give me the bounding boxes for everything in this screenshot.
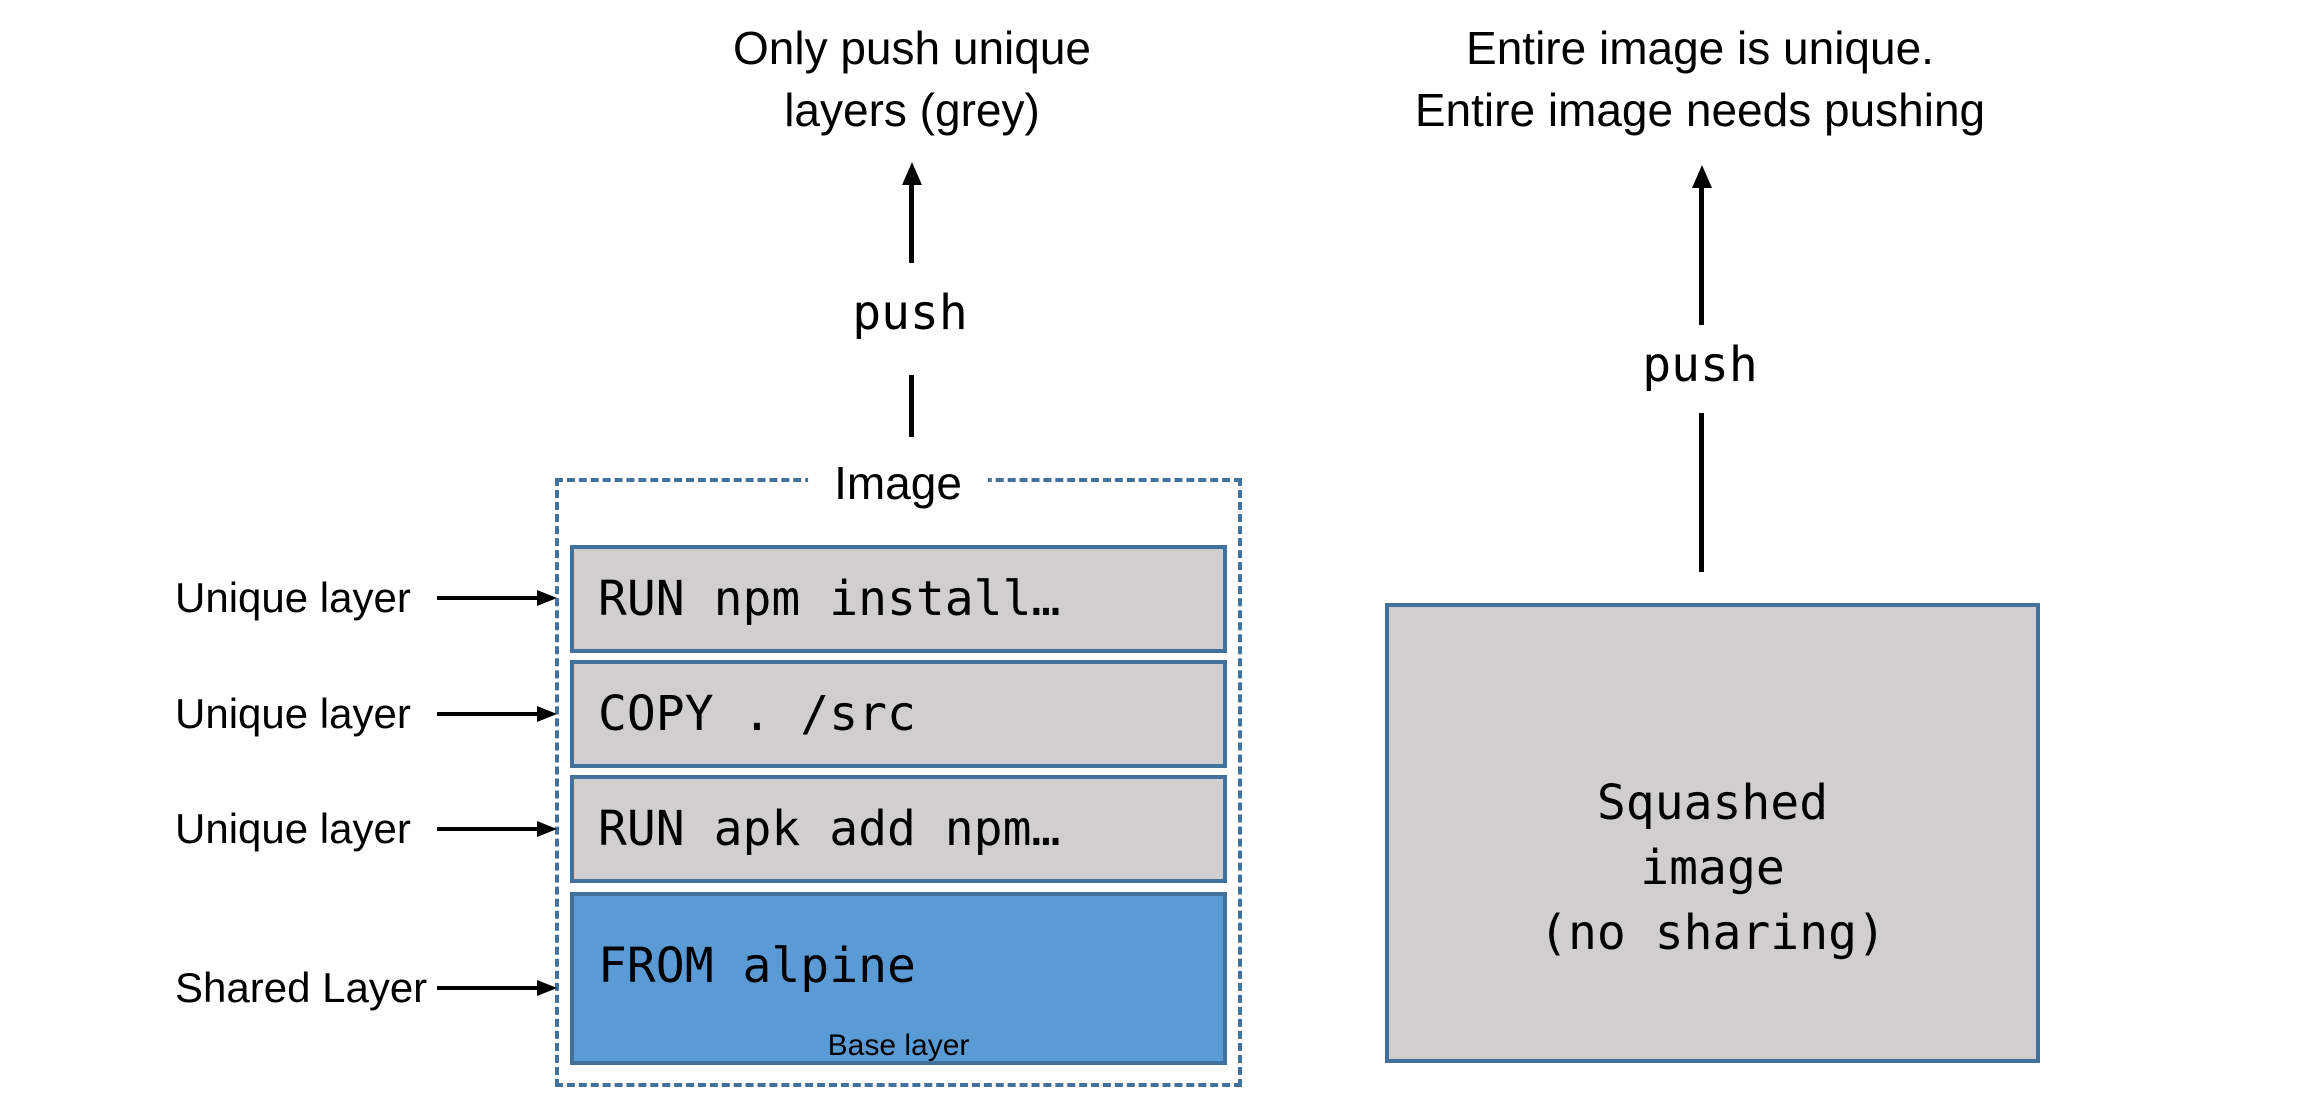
squashed-image-box: Squashed image (no sharing): [1385, 603, 2040, 1063]
annotation-unique-layer-3: Unique layer: [175, 805, 411, 852]
right-arrowhead-icon: [537, 821, 557, 837]
layer-code: COPY . /src: [598, 686, 916, 742]
left-arrow-upper-line: [909, 184, 914, 263]
left-heading: Only push unique layers (grey): [733, 17, 1091, 141]
left-arrow-lower-line: [909, 375, 914, 437]
annotation-arrow-line-3: [437, 827, 539, 831]
squashed-box-line3: (no sharing): [1539, 904, 1886, 961]
layer-box-copy-src: COPY . /src: [570, 660, 1227, 768]
annotation-unique-layer-2: Unique layer: [175, 690, 411, 737]
base-layer-note: Base layer: [827, 1029, 970, 1062]
right-arrow-lower-line: [1699, 413, 1704, 572]
annotation-arrow-line-4: [437, 986, 539, 990]
left-heading-line2: layers (grey): [784, 84, 1040, 136]
left-push-label: push: [852, 285, 968, 341]
right-arrowhead-icon: [537, 590, 557, 606]
right-push-label: push: [1642, 337, 1758, 393]
squashed-box-line2: image: [1640, 839, 1785, 896]
squashed-box-line1: Squashed: [1596, 774, 1829, 831]
right-arrow-upper-line: [1699, 187, 1704, 325]
layer-code: FROM alpine: [598, 938, 916, 994]
left-up-arrowhead-icon: [902, 162, 922, 185]
right-heading-line1: Entire image is unique.: [1466, 22, 1934, 74]
annotation-arrow-line-1: [437, 596, 539, 600]
right-arrowhead-icon: [537, 980, 557, 996]
annotation-arrow-line-2: [437, 712, 539, 716]
layer-box-run-apk-add: RUN apk add npm…: [570, 775, 1227, 883]
right-heading-line2: Entire image needs pushing: [1414, 84, 1986, 136]
right-heading: Entire image is unique. Entire image nee…: [1415, 17, 1985, 141]
annotation-unique-layer-1: Unique layer: [175, 574, 411, 621]
right-up-arrowhead-icon: [1692, 165, 1712, 188]
layer-code: RUN npm install…: [598, 571, 1061, 627]
left-heading-line1: Only push unique: [732, 22, 1092, 74]
layer-code: RUN apk add npm…: [598, 801, 1061, 857]
layer-box-run-npm-install: RUN npm install…: [570, 545, 1227, 653]
annotation-shared-layer: Shared Layer: [175, 964, 428, 1011]
right-arrowhead-icon: [537, 706, 557, 722]
image-box-title: Image: [808, 452, 988, 514]
layer-box-from-alpine: FROM alpine Base layer: [570, 892, 1227, 1065]
